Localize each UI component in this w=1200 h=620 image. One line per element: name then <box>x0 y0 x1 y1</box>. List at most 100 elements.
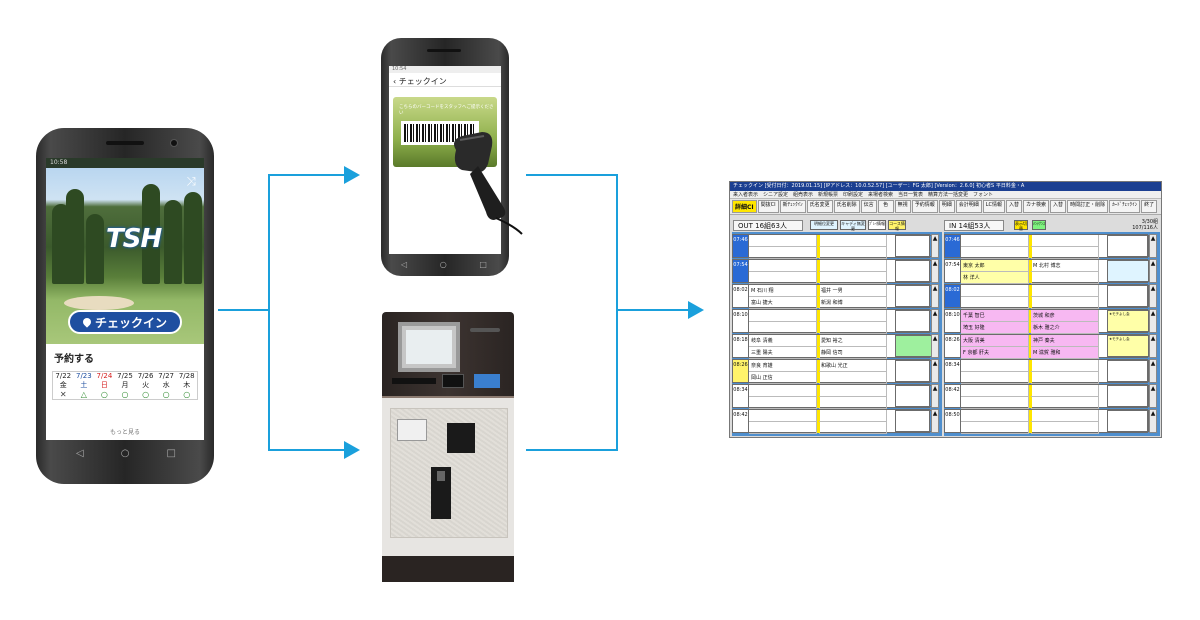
player-name[interactable] <box>1031 410 1099 422</box>
player-name[interactable]: 岐阜 清義 <box>749 335 817 347</box>
player-name[interactable] <box>1031 247 1099 259</box>
player-name[interactable]: 新潟 和博 <box>819 297 887 309</box>
player-name[interactable] <box>961 397 1029 409</box>
row-scrollbar[interactable]: ▲ <box>931 234 939 258</box>
player-name[interactable] <box>961 235 1029 247</box>
calendar-mark[interactable]: △ <box>80 390 87 399</box>
calendar-mark[interactable]: ✕ <box>59 390 67 399</box>
tee-row[interactable]: 08:02 <box>944 284 1149 309</box>
back-nav-icon[interactable]: ◁ <box>76 448 84 459</box>
calendar-mark[interactable]: ○ <box>121 390 129 399</box>
toolbar-button[interactable]: 入替 <box>1006 200 1023 213</box>
player-name[interactable] <box>819 247 887 259</box>
player-name[interactable] <box>961 385 1029 397</box>
toolbar-button[interactable]: 明細 <box>938 200 955 213</box>
player-name[interactable]: 三重 陽夫 <box>749 347 817 359</box>
toolbar-button[interactable]: 間抜CI <box>757 200 779 213</box>
player-name[interactable] <box>1031 385 1099 397</box>
player-name[interactable]: 愛知 裕之 <box>819 335 887 347</box>
out-btn-0[interactable]: 明細位変更 <box>810 220 838 230</box>
checkin-button[interactable]: チェックイン <box>68 310 182 334</box>
player-name[interactable] <box>749 247 817 259</box>
row-scrollbar[interactable]: ▲ <box>931 384 939 408</box>
player-name[interactable] <box>749 422 817 434</box>
player-name[interactable] <box>961 247 1029 259</box>
player-name[interactable]: 大阪 清美 <box>961 335 1029 347</box>
player-name[interactable] <box>749 385 817 397</box>
row-scrollbar[interactable]: ▲ <box>1149 284 1157 308</box>
calendar-mark[interactable]: ○ <box>183 390 191 399</box>
recents-nav-icon[interactable]: □ <box>166 448 176 459</box>
player-name[interactable]: 神戸 秦夫 <box>1031 335 1099 347</box>
player-name[interactable]: 千葉 智巳 <box>961 310 1029 322</box>
in-btn-1[interactable]: ﾒﾝﾃﾅﾝｽ <box>1032 220 1046 230</box>
player-name[interactable]: 奈良 育雄 <box>749 360 817 372</box>
player-name[interactable] <box>819 397 887 409</box>
player-name[interactable] <box>961 372 1029 384</box>
player-name[interactable]: 埼玉 好隆 <box>961 322 1029 334</box>
tee-row[interactable]: 08:10 <box>732 309 937 334</box>
player-name[interactable] <box>819 322 887 334</box>
player-name[interactable]: 栃木 雅之介 <box>1031 322 1099 334</box>
player-name[interactable]: 林 洋人 <box>961 272 1029 284</box>
tee-row[interactable]: 08:34 <box>944 359 1149 384</box>
back-nav-icon[interactable]: ◁ <box>401 260 408 269</box>
out-btn-1[interactable]: キャディ無変更 <box>840 220 866 231</box>
player-name[interactable] <box>749 272 817 284</box>
player-name[interactable] <box>749 397 817 409</box>
row-scrollbar[interactable]: ▲ <box>1149 234 1157 258</box>
toolbar-button[interactable]: 無視 <box>894 200 911 213</box>
toolbar-button[interactable]: ｶｰﾄﾞﾁｪｯｸｲﾝ <box>1109 200 1141 213</box>
player-name[interactable] <box>1031 360 1099 372</box>
side-note-cell[interactable]: ★モチよし会 <box>1107 310 1149 332</box>
side-note-cell[interactable]: ★モチよし会 <box>1107 335 1149 357</box>
toolbar-button[interactable]: 氏名変更 <box>806 200 833 213</box>
side-note-cell[interactable] <box>1107 385 1149 407</box>
toolbar-button[interactable]: カナ検索 <box>1023 200 1050 213</box>
player-name[interactable] <box>961 297 1029 309</box>
row-scrollbar[interactable]: ▲ <box>1149 384 1157 408</box>
player-name[interactable]: 富山 捷大 <box>749 297 817 309</box>
player-name[interactable] <box>961 410 1029 422</box>
player-name[interactable] <box>1031 372 1099 384</box>
row-scrollbar[interactable]: ▲ <box>931 409 939 433</box>
player-name[interactable] <box>819 422 887 434</box>
player-name[interactable] <box>749 410 817 422</box>
player-name[interactable]: M 北村 博志 <box>1031 260 1099 272</box>
more-link[interactable]: もっと見る <box>109 429 140 436</box>
home-nav-icon[interactable]: ○ <box>120 448 130 459</box>
toolbar-button[interactable]: 色 <box>877 200 894 213</box>
player-name[interactable] <box>961 285 1029 297</box>
calendar-mark[interactable]: ○ <box>100 390 108 399</box>
player-name[interactable]: 福井 一男 <box>819 285 887 297</box>
player-name[interactable]: 東京 太郎 <box>961 260 1029 272</box>
tee-row[interactable]: 08:50 <box>944 409 1149 434</box>
calendar-mark[interactable]: ○ <box>142 390 150 399</box>
row-scrollbar[interactable]: ▲ <box>931 284 939 308</box>
player-name[interactable] <box>1031 235 1099 247</box>
home-nav-icon[interactable]: ○ <box>439 260 447 269</box>
player-name[interactable] <box>819 310 887 322</box>
out-btn-3[interactable]: コース情報 <box>888 220 906 231</box>
row-scrollbar[interactable]: ▲ <box>931 334 939 358</box>
side-note-cell[interactable] <box>1107 260 1149 282</box>
row-scrollbar[interactable]: ▲ <box>931 259 939 283</box>
row-scrollbar[interactable]: ▲ <box>1149 309 1157 333</box>
toolbar-button[interactable]: 予約情報 <box>911 200 938 213</box>
row-scrollbar[interactable]: ▲ <box>931 359 939 383</box>
chevron-left-icon[interactable]: ‹ <box>393 77 399 86</box>
menu-bar[interactable]: 来入者表示 シニア設定 組売表示 新規帳票 印刷設定 来場者検索 当日一覧表 精… <box>730 191 1161 199</box>
toolbar-button[interactable]: 詳細CI <box>732 200 757 213</box>
player-name[interactable] <box>819 260 887 272</box>
tee-row[interactable]: 08:42 <box>732 409 937 434</box>
player-name[interactable] <box>1031 272 1099 284</box>
recents-nav-icon[interactable]: □ <box>479 260 487 269</box>
shuffle-icon[interactable]: ⤨ <box>186 174 196 188</box>
toolbar-button[interactable]: 時間訂正・削除 <box>1067 200 1109 213</box>
side-note-cell[interactable] <box>1107 410 1149 432</box>
player-name[interactable] <box>819 385 887 397</box>
